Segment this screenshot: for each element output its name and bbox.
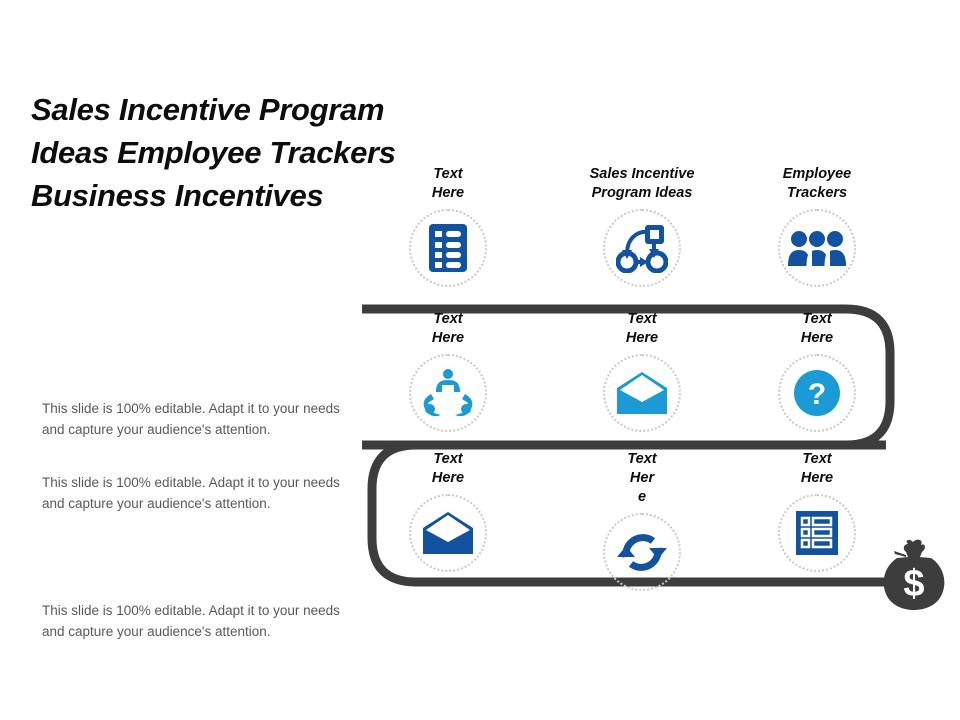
open-envelope-icon: [617, 372, 667, 414]
money-bag-icon: $: [880, 538, 948, 610]
item-label-r2c3: Text Here: [800, 311, 834, 346]
page-title: Sales Incentive Program Ideas Employee T…: [31, 92, 396, 213]
icon-ring-r3c2: [603, 513, 681, 591]
item-label-r3c3: Text Here: [800, 451, 834, 486]
item-r1c1[interactable]: Text Here: [373, 165, 523, 287]
icon-ring-r2c2: [603, 354, 681, 432]
item-r3c3[interactable]: Text Here: [742, 450, 892, 572]
item-label-r1c2: Sales Incentive Program Ideas: [589, 166, 695, 201]
icon-ring-r1c1: [409, 209, 487, 287]
svg-text:?: ?: [808, 378, 826, 411]
icon-ring-r1c3: [778, 209, 856, 287]
item-r1c3[interactable]: Employee Trackers: [742, 165, 892, 287]
svg-text:$: $: [903, 563, 924, 605]
item-r3c1[interactable]: Text Here: [373, 450, 523, 572]
question-mark-circle-icon: ?: [794, 370, 840, 416]
people-group-icon: [788, 231, 846, 266]
body-note-1: This slide is 100% editable. Adapt it to…: [42, 401, 340, 437]
item-r2c3[interactable]: Text Here ?: [742, 310, 892, 432]
icon-ring-r2c1: [409, 354, 487, 432]
open-envelope-icon: [423, 512, 473, 554]
item-label-r1c3: Employee Trackers: [782, 166, 852, 201]
item-label-r1c1: Text Here: [431, 166, 465, 201]
item-r3c2[interactable]: Text Her e: [567, 450, 717, 591]
icon-ring-r2c3: ?: [778, 354, 856, 432]
list-document-icon: [429, 224, 467, 272]
refresh-cycle-icon: [617, 534, 667, 571]
item-label-r3c1: Text Here: [431, 451, 465, 486]
item-r2c2[interactable]: Text Here: [567, 310, 717, 432]
workflow-diagram-icon: [616, 225, 668, 273]
item-label-r2c1: Text Here: [431, 311, 465, 346]
checklist-form-icon: [796, 511, 838, 555]
item-label-r3c2: Text Her e: [627, 451, 657, 505]
item-r2c1[interactable]: Text Here: [373, 310, 523, 432]
item-r1c2[interactable]: Sales Incentive Program Ideas: [567, 165, 717, 287]
icon-ring-r3c3: [778, 494, 856, 572]
item-label-r2c2: Text Here: [625, 311, 659, 346]
icon-ring-r3c1: [409, 494, 487, 572]
body-note-2: This slide is 100% editable. Adapt it to…: [42, 475, 340, 511]
teamwork-collaboration-icon: [423, 369, 473, 417]
icon-ring-r1c2: [603, 209, 681, 287]
body-note-3: This slide is 100% editable. Adapt it to…: [42, 603, 340, 639]
